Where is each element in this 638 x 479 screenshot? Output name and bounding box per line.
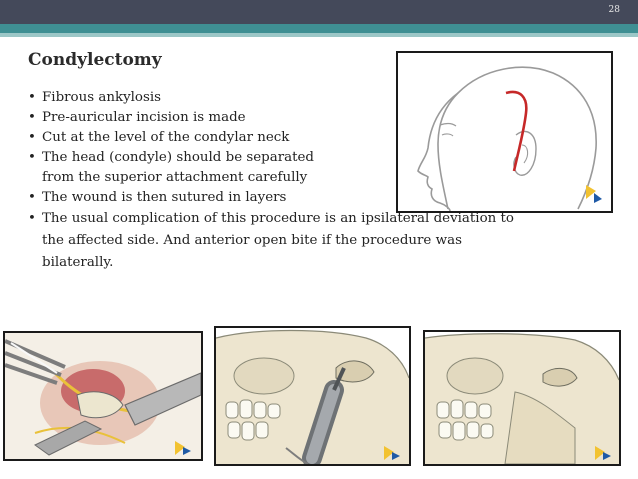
slide-accent-band-light — [0, 33, 638, 37]
bullet-list: Fibrous ankylosis Pre-auricular incision… — [28, 88, 618, 274]
surgical-exposure-illustration — [3, 331, 203, 461]
slide-accent-band — [0, 24, 638, 33]
page-number: 28 — [608, 5, 620, 15]
head-profile-incision-illustration — [396, 51, 613, 213]
publisher-logo-icon — [586, 185, 602, 203]
bullet-item: Cut at the level of the condylar neck — [28, 128, 618, 148]
bullet-item: The wound is then sutured in layers — [28, 188, 618, 208]
slide-title: Condylectomy — [28, 50, 162, 70]
publisher-logo-icon — [595, 446, 611, 460]
slide-header-bar: 28 — [0, 0, 638, 24]
publisher-logo-icon — [384, 446, 400, 460]
condyle-removed-illustration — [423, 330, 621, 466]
publisher-logo-icon — [175, 441, 191, 455]
condyle-cutting-drill-illustration — [214, 326, 411, 466]
bullet-item: Pre-auricular incision is made — [28, 108, 618, 128]
bullet-item: Fibrous ankylosis — [28, 88, 618, 108]
incision-line — [505, 90, 528, 172]
bullet-item: The usual complication of this procedure… — [28, 208, 618, 274]
bullet-item: The head (condyle) should be separated f… — [28, 148, 618, 188]
